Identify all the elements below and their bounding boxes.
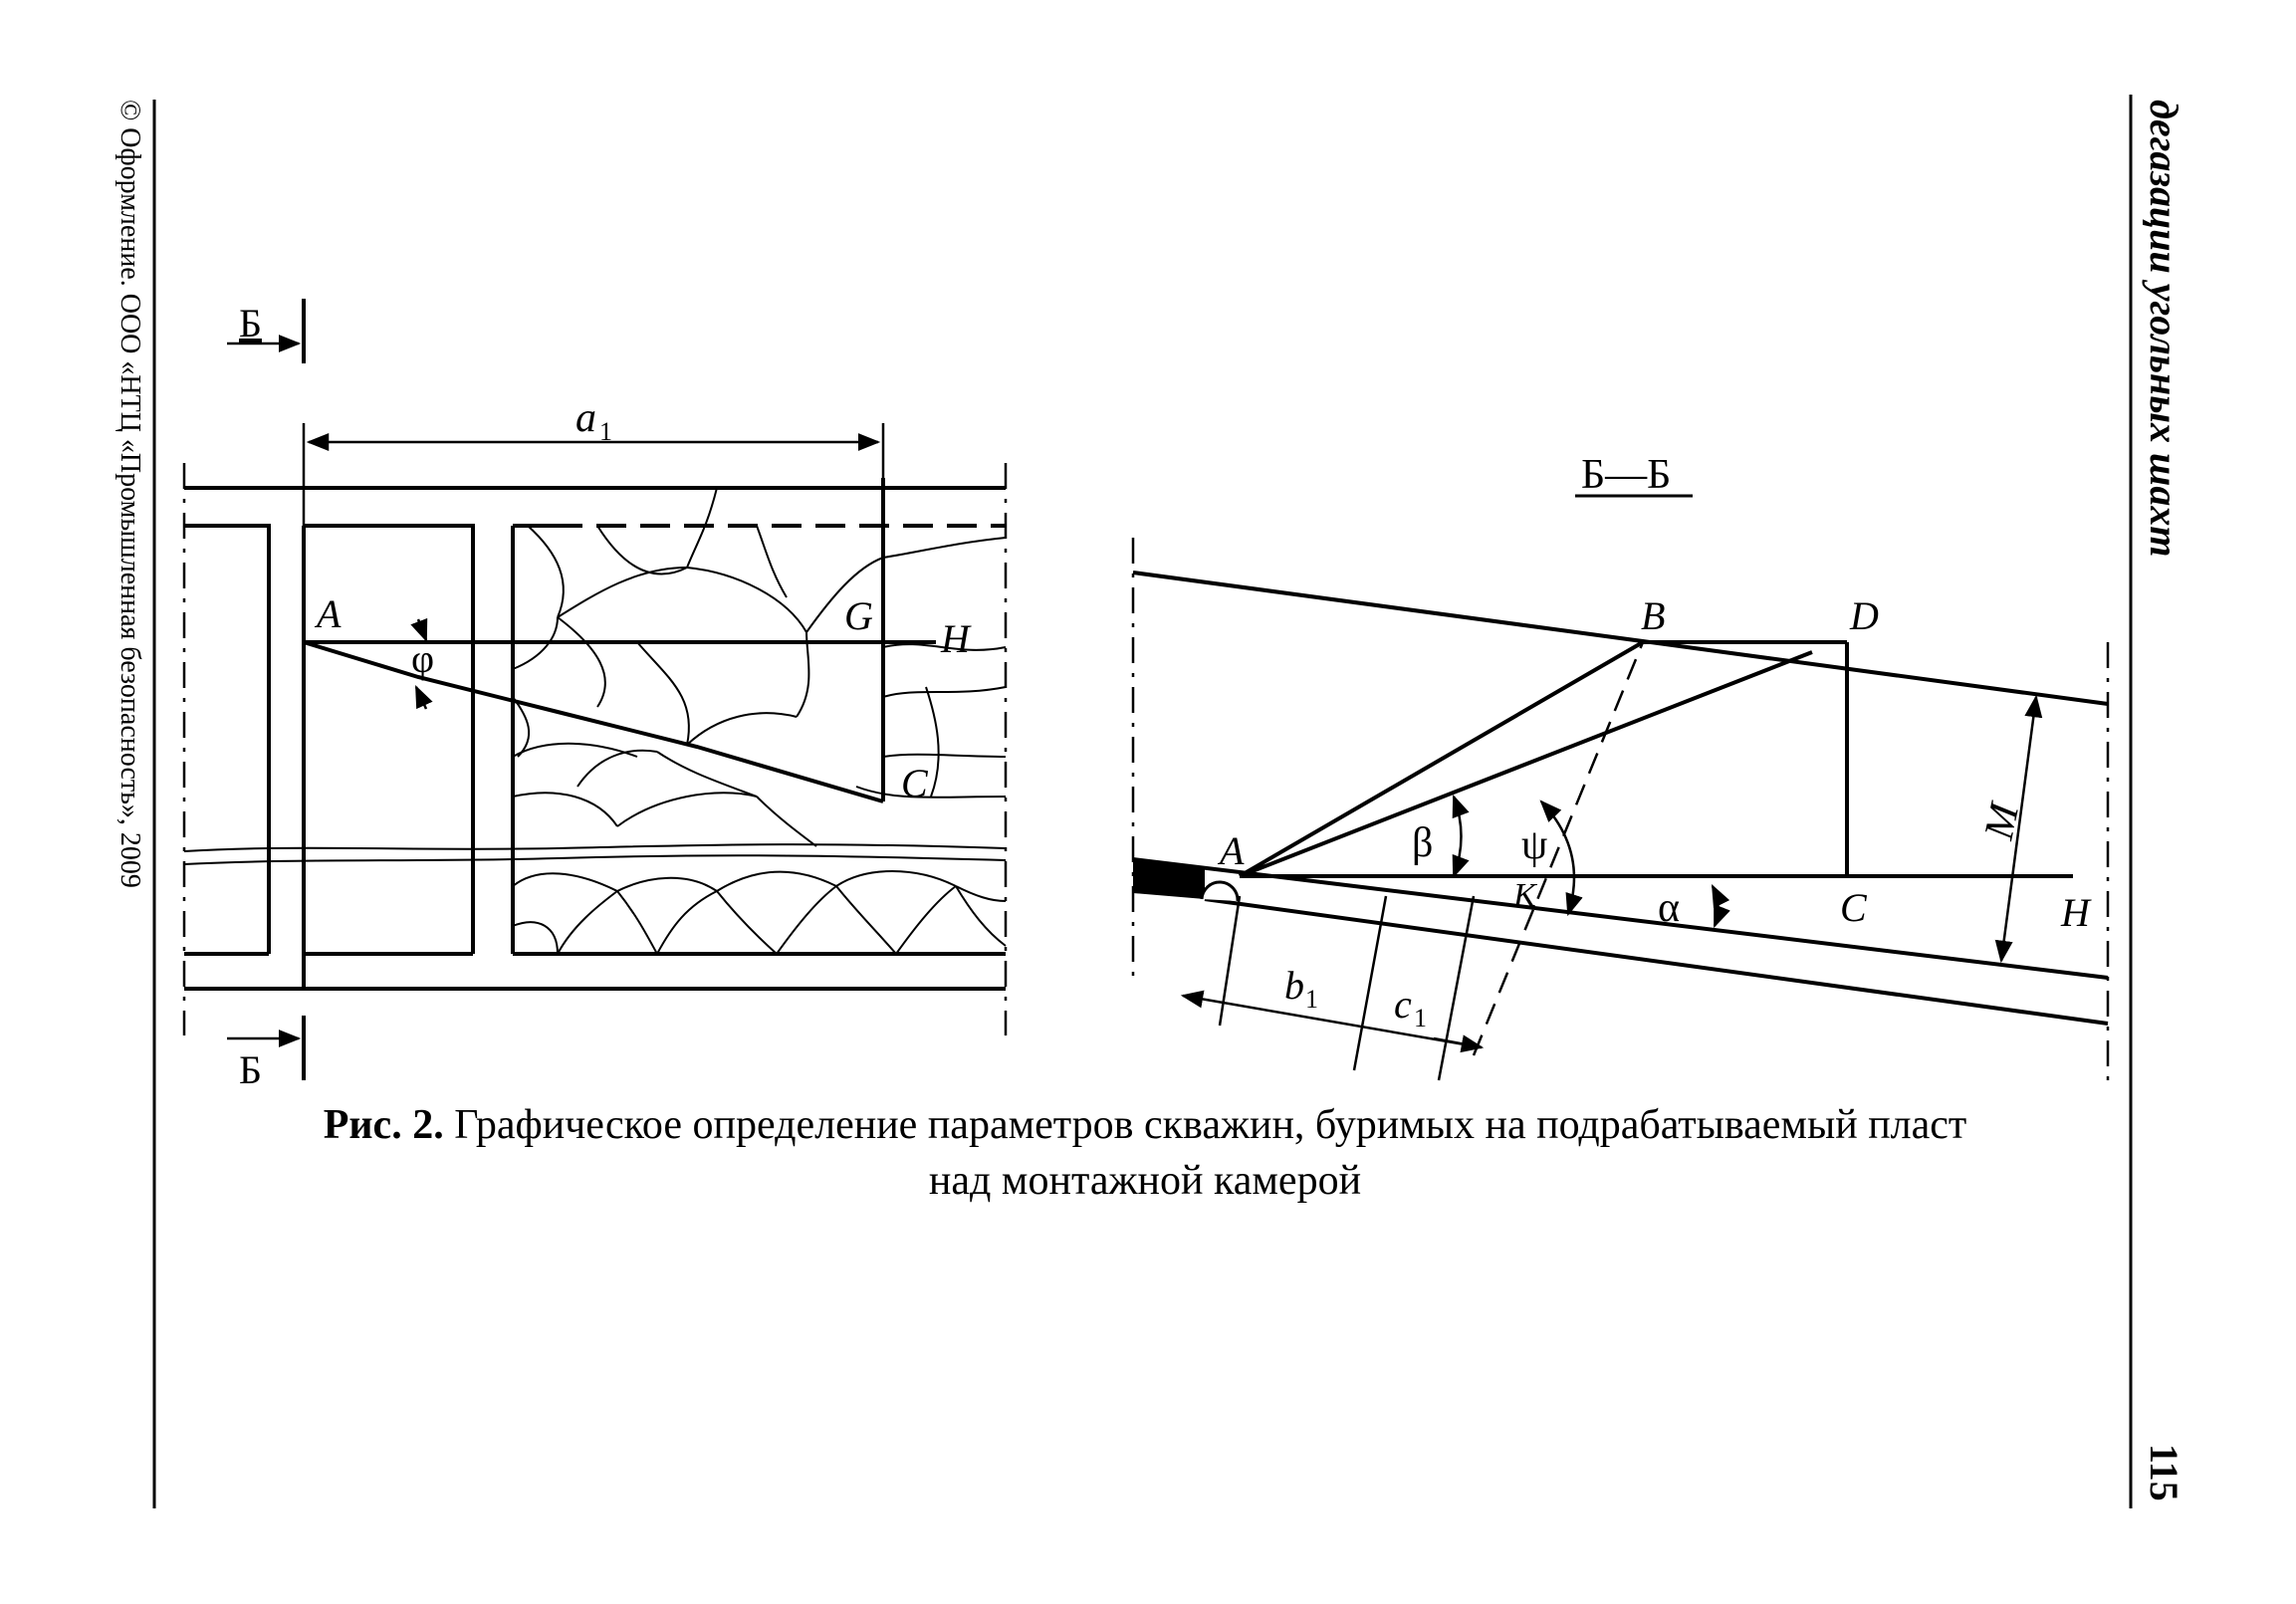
line-K-B-dashed	[1472, 641, 1645, 1056]
section-point-C: C	[1840, 885, 1868, 930]
plan-point-C: C	[901, 761, 929, 805]
left-margin-text: © Оформление. ООО «НТЦ «Промышленная без…	[115, 100, 145, 888]
plan-angle-phi: φ	[411, 636, 434, 681]
thickness-M-line	[1994, 694, 2043, 964]
section-point-D: D	[1849, 593, 1879, 638]
section-view	[1131, 494, 2110, 1090]
section-title: Б—Б	[1581, 452, 1671, 498]
plan-point-A: A	[314, 591, 342, 636]
dimension-c-label: c	[1394, 982, 1412, 1027]
section-point-K: K	[1512, 877, 1538, 914]
lower-seam-bottom	[1204, 897, 2109, 1026]
plan-view	[182, 299, 1008, 1080]
figure-caption: Рис. 2. Графическое определение параметр…	[299, 1097, 1991, 1209]
section-point-H: H	[2060, 890, 2092, 935]
running-title: дегазации угольных шахт	[2142, 100, 2186, 557]
dimension-c-subscript: 1	[1414, 1004, 1427, 1032]
caved-zone	[512, 487, 1007, 955]
angle-psi: ψ	[1521, 822, 1547, 868]
section-point-A: A	[1217, 828, 1245, 873]
section-mark-top: Б	[239, 301, 262, 345]
upper-seam-line	[1132, 571, 2109, 706]
plan-labels: Б Б a 1 A G H C φ	[239, 301, 972, 1092]
dimension-b-label: b	[1284, 963, 1304, 1008]
plan-point-H: H	[940, 616, 972, 661]
angle-alpha: α	[1658, 885, 1680, 931]
angle-beta: β	[1412, 820, 1433, 866]
dimension-a-label: a	[575, 395, 596, 441]
lower-seam-top	[1132, 857, 2109, 980]
line-A-D	[1239, 650, 1813, 878]
caption-number: Рис. 2.	[323, 1102, 444, 1148]
dimension-b1-c1-line	[1180, 990, 1483, 1049]
coal-block	[1133, 859, 1205, 899]
caption-text: Графическое определение параметров скваж…	[454, 1102, 1967, 1204]
line-A-B	[1238, 640, 1645, 878]
dimension-b-subscript: 1	[1305, 985, 1318, 1014]
dimension-a-subscript: 1	[599, 417, 612, 446]
plan-point-G: G	[844, 593, 873, 638]
page-number: 115	[2142, 1444, 2186, 1501]
section-mark-bottom: Б	[239, 1047, 262, 1092]
section-labels: Б—Б A B D C H K β ψ α M b 1 c 1	[1217, 452, 2092, 1032]
section-point-B: B	[1641, 593, 1665, 638]
line-A-C	[303, 640, 884, 803]
